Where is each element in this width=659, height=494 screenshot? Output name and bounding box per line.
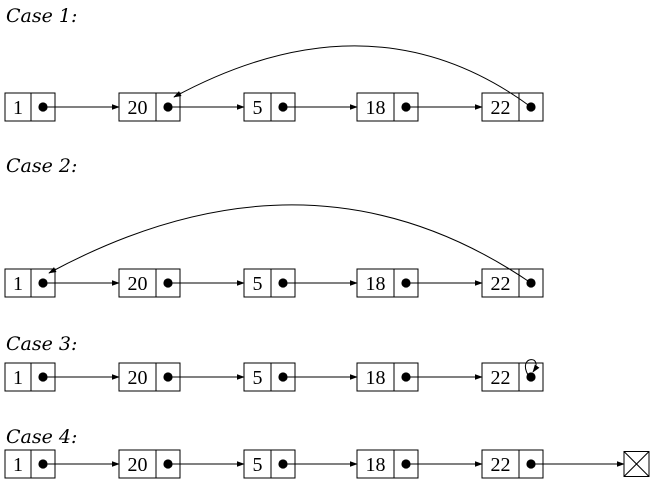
node-value-cell — [481, 92, 520, 122]
terminator-cross — [623, 451, 650, 477]
node-value: 1 — [13, 454, 23, 476]
node-value-cell — [4, 362, 32, 392]
list-node: 18 — [356, 449, 419, 479]
node-value: 5 — [253, 454, 263, 476]
list-node: 1 — [4, 92, 56, 122]
list-node: 1 — [4, 449, 56, 479]
list-node: 1 — [4, 362, 56, 392]
node-value-cell — [243, 268, 272, 298]
node-value: 20 — [128, 454, 148, 476]
node-value: 1 — [13, 367, 23, 389]
back-pointer-arrow — [173, 45, 532, 108]
list-node: 1 — [4, 268, 56, 298]
case-3: Case 3: 1 20 5 18 22 — [4, 333, 544, 392]
case-label: Case 4: — [6, 426, 77, 448]
list-node: 22 — [481, 268, 544, 298]
null-terminator-icon — [623, 451, 650, 477]
back-pointer-arrow — [48, 204, 532, 284]
node-value: 5 — [253, 97, 263, 119]
node-value: 22 — [491, 367, 511, 389]
case-label: Case 1: — [6, 5, 77, 27]
node-value: 20 — [128, 97, 148, 119]
list-node: 22 — [481, 92, 544, 122]
list-node: 5 — [243, 449, 296, 479]
node-value: 22 — [491, 97, 511, 119]
node-value: 20 — [128, 367, 148, 389]
case-2: Case 2: 1 20 5 18 22 — [4, 155, 544, 298]
self-pointer-arrow — [525, 359, 540, 376]
case-4: Case 4: 1 20 5 18 22 — [4, 426, 650, 479]
node-value-cell — [356, 362, 395, 392]
case-label: Case 2: — [6, 155, 77, 177]
node-value-cell — [118, 268, 157, 298]
node-value: 5 — [253, 367, 263, 389]
node-value: 1 — [13, 97, 23, 119]
node-value: 22 — [491, 273, 511, 295]
node-value: 1 — [13, 273, 23, 295]
list-node: 22 — [481, 362, 544, 392]
node-value: 18 — [366, 454, 386, 476]
node-value-cell — [243, 449, 272, 479]
node-value-cell — [4, 92, 32, 122]
pointer-dot — [526, 372, 536, 382]
node-value: 18 — [366, 367, 386, 389]
node-value: 5 — [253, 273, 263, 295]
node-value: 18 — [366, 97, 386, 119]
node-value: 18 — [366, 273, 386, 295]
case-1: Case 1: 1 20 5 18 22 — [4, 5, 544, 122]
node-value: 22 — [491, 454, 511, 476]
node-value: 20 — [128, 273, 148, 295]
list-node: 18 — [356, 268, 419, 298]
case-label: Case 3: — [6, 333, 77, 355]
node-value-cell — [481, 449, 520, 479]
